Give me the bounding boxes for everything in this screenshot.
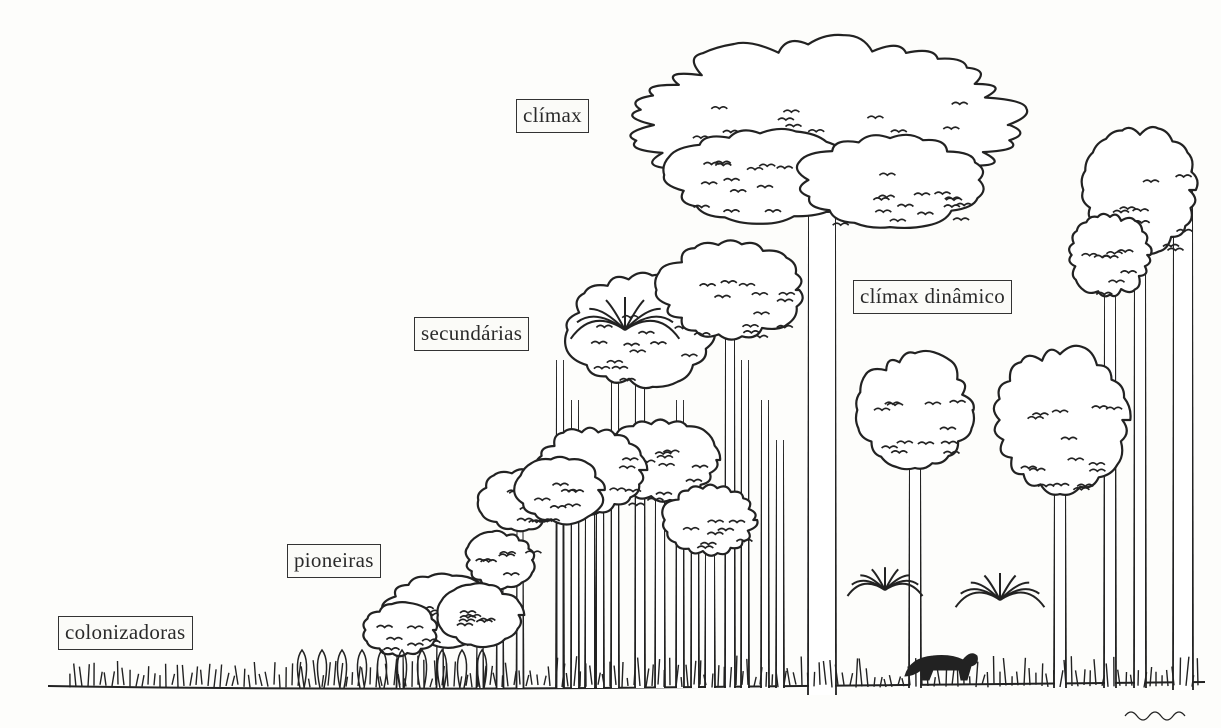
ground-line (48, 682, 1205, 689)
thin-trunk-3 (611, 360, 619, 688)
signature-scribble (1125, 712, 1185, 720)
ground-vegetation (70, 650, 1198, 688)
stage-label-climax: clímax (516, 99, 589, 133)
ground-line-path (48, 682, 1205, 689)
secondary-tree-trunk-3 (585, 490, 595, 688)
thin-trunk-7 (761, 400, 769, 688)
climax-tree-trunk (808, 190, 836, 695)
thin-trunk-8 (776, 440, 784, 688)
shrub-6 (417, 650, 426, 688)
dynamic-tree-trunk-3 (1104, 285, 1116, 688)
secondary-tree-trunk-0 (635, 350, 645, 688)
artist-signature (1125, 712, 1185, 720)
right-palm-1 (956, 573, 1045, 607)
shrub-8 (457, 650, 466, 688)
stage-label-secundarias: secundárias (414, 317, 529, 351)
shrub-4 (377, 650, 386, 688)
stage-label-climax-dinamico: clímax dinâmico (853, 280, 1012, 314)
stage-label-pioneiras: pioneiras (287, 544, 381, 578)
pioneer-crown-5 (363, 602, 438, 656)
grass-blades (70, 656, 1198, 688)
stage-label-colonizadoras: colonizadoras (58, 616, 193, 650)
secondary-tree-trunk-4 (705, 540, 715, 688)
dynamic-tree-trunk-0 (909, 440, 921, 688)
dynamic-tree-crown-3 (1069, 214, 1151, 296)
edge-tree-trunk (1173, 165, 1193, 690)
dynamic-tree-crown-0 (856, 351, 974, 469)
